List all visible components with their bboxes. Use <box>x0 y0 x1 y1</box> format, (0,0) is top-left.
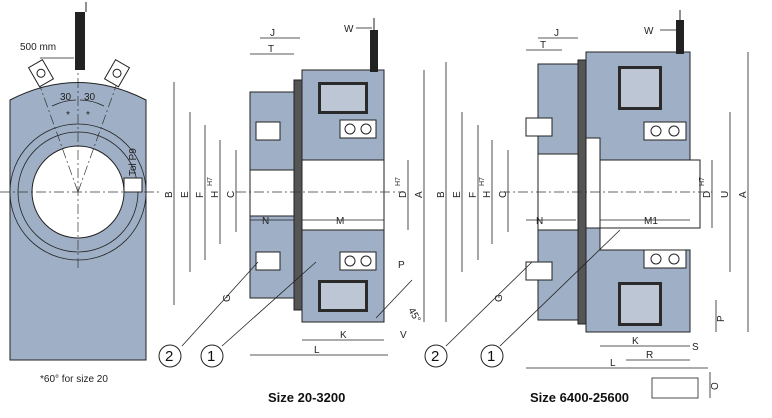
right-dim-N: N <box>536 216 543 227</box>
left-callout-2-label: 2 <box>165 348 173 365</box>
left-dim-M: M <box>336 216 344 227</box>
left-callout-2 <box>158 344 182 368</box>
right-dim-T: T <box>540 40 546 51</box>
right-bearing-bottom <box>643 249 687 269</box>
left-dim-N: N <box>262 216 269 227</box>
left-dim-A: A <box>414 191 425 198</box>
left-dim-V: V <box>400 330 407 341</box>
tolerance-label: Tol P9 <box>128 148 139 176</box>
right-dim-P: P <box>716 315 727 322</box>
right-dim-U: U <box>720 191 731 198</box>
left-setscrew-bottom <box>255 251 281 271</box>
right-setscrew-bottom <box>525 261 553 281</box>
left-dim-W: W <box>344 24 354 35</box>
terminal-left <box>27 59 55 88</box>
left-setscrew-top <box>255 121 281 141</box>
left-dim-F: F <box>195 192 206 198</box>
left-dim-D: D <box>398 191 409 198</box>
right-dim-A: A <box>738 191 749 198</box>
left-callout-1 <box>200 344 224 368</box>
right-dim-H-tol: H7 <box>479 177 486 186</box>
right-dim-C: C <box>498 191 509 198</box>
right-dim-J: J <box>554 28 559 39</box>
right-dim-S: S <box>692 342 699 353</box>
right-dim-O: O <box>710 382 721 390</box>
left-dim-T: T <box>268 44 274 55</box>
right-callout-1-label: 1 <box>487 348 495 365</box>
left-callout-1-label: 1 <box>207 348 215 365</box>
angle-left-label: 30 <box>60 92 72 103</box>
right-dim-L: L <box>610 358 616 369</box>
left-dim-C: C <box>226 191 237 198</box>
right-callout-2 <box>424 344 448 368</box>
angle-right-label: 30 <box>84 92 96 103</box>
left-dim-G: G <box>222 294 233 302</box>
right-dim-D: D <box>702 191 713 198</box>
right-dim-B: B <box>436 191 447 198</box>
right-dim-D-tol: H7 <box>699 177 706 186</box>
right-dim-E: E <box>452 191 463 198</box>
right-callout-1 <box>480 344 504 368</box>
front-view: 500 mm 30 30 * * Tol P9 *60° for size 20 <box>0 2 160 385</box>
left-dim-J: J <box>270 28 275 39</box>
angle-mark-left: * <box>66 110 70 121</box>
left-dim-P: P <box>398 260 405 271</box>
right-dim-R: R <box>646 350 653 361</box>
section-left: J T W B E F H H7 C D H7 A N M G P 45° K … <box>158 18 425 405</box>
left-dim-H-tol: H7 <box>207 177 214 186</box>
right-bearing-top <box>643 121 687 141</box>
right-callout-2-label: 2 <box>431 348 439 365</box>
right-dim-M1: M1 <box>644 216 658 227</box>
section-right: J T W B E F H H7 C D H7 U A N M1 G P K S… <box>424 10 749 405</box>
terminal-right <box>103 59 131 88</box>
caption-right: Size 6400-25600 <box>530 390 629 405</box>
footnote: *60° for size 20 <box>40 374 108 385</box>
wire-length-label: 500 mm <box>20 42 56 53</box>
right-setscrew-top <box>525 117 553 137</box>
right-dim-G: G <box>494 294 505 302</box>
left-dim-B: B <box>164 191 175 198</box>
left-dim-H: H <box>210 191 221 198</box>
front-keyway <box>123 177 143 193</box>
right-dim-H: H <box>482 191 493 198</box>
front-wire <box>75 12 85 70</box>
left-dim-E: E <box>180 191 191 198</box>
angle-mark-right: * <box>86 110 90 121</box>
left-dim-angle: 45° <box>405 306 422 325</box>
right-dim-K: K <box>632 336 639 347</box>
left-dim-L: L <box>314 345 320 356</box>
left-dim-K: K <box>340 330 347 341</box>
caption-left: Size 20-3200 <box>268 390 345 405</box>
left-dim-D-tol: H7 <box>395 177 402 186</box>
right-dim-W: W <box>644 26 654 37</box>
right-dim-F: F <box>468 192 479 198</box>
